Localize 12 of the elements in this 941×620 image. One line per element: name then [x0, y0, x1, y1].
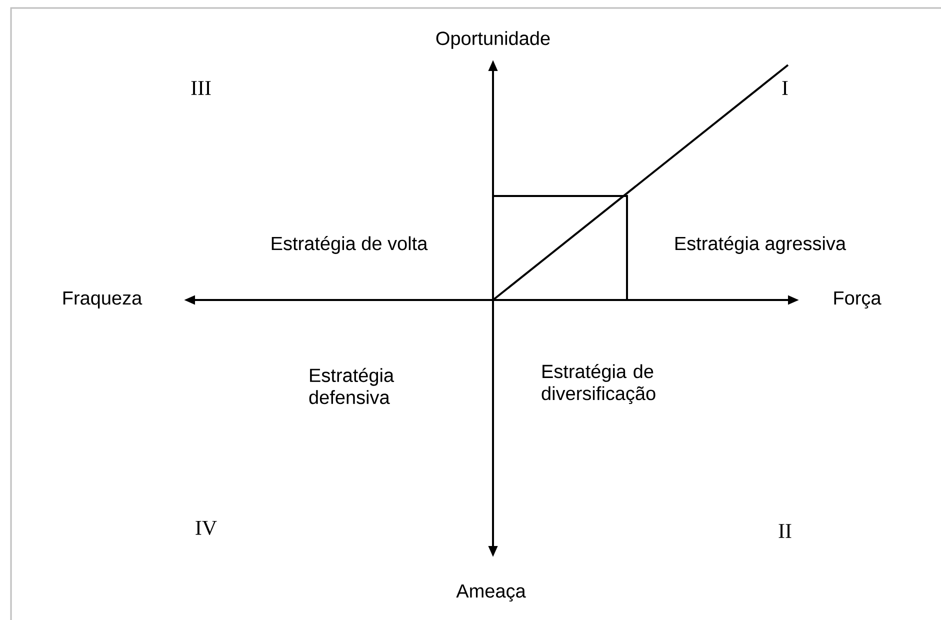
axis-label: Fraqueza [63, 292, 142, 308]
quadrant-number: II [778, 524, 792, 538]
quadrant-label: Estratégia de volta [272, 236, 428, 254]
axis-label: Ameaça [456, 584, 526, 602]
quadrant-number: I [782, 81, 788, 95]
quadrant-label: Estratégia defensiva [309, 368, 394, 404]
quadrant-number: III [191, 81, 211, 95]
axis-label: Força [834, 291, 882, 309]
quadrant-number: IV [196, 520, 217, 536]
quadrant-label: Estratégia agressiva [676, 236, 846, 254]
axis-label: Oportunidade [436, 31, 550, 49]
quadrant-label: Estratégia de diversificação [542, 364, 656, 404]
